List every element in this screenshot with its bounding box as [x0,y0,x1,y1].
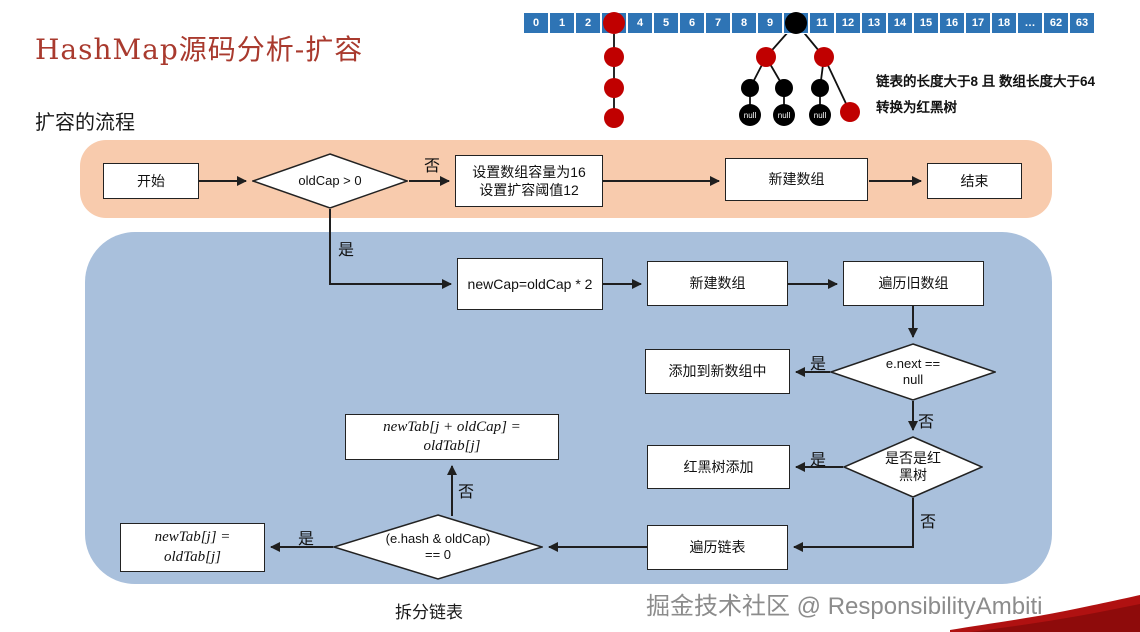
decision-rbtree-line1: 是否是红 [885,450,941,467]
branch-no-label: 否 [458,484,475,501]
flow-new-array-top-box: 新建数组 [725,158,868,201]
tree-black-node [775,79,793,97]
newtab-j-line2: oldTab[j] [164,548,221,565]
decision-oldcap: oldCap > 0 [252,153,408,209]
tree-null-node: null [809,104,831,126]
array-cell: 17 [965,12,991,34]
decision-enext-line1: e.next == [885,356,941,372]
flow-iterate-old-box: 遍历旧数组 [843,261,984,306]
list-head-red-node [603,12,625,34]
newtab-joldcap-line2: oldTab[j] [423,438,481,454]
watermark-text: 掘金技术社区 @ ResponsibilityAmbiti [646,593,1043,620]
null-label: null [743,110,757,120]
array-cell: 0 [523,12,549,34]
array-cell: 12 [835,12,861,34]
array-cell: 11 [809,12,835,34]
branch-yes-label: 是 [298,531,315,548]
flow-end-box: 结束 [927,163,1022,199]
flow-iterate-list-box: 遍历链表 [647,525,788,570]
list-red-node [604,47,624,67]
tree-null-node: null [739,104,761,126]
decision-is-rbtree: 是否是红 黑树 [843,436,983,498]
tree-root-black-node [785,12,807,34]
flow-end-label: 结束 [960,172,989,189]
iterate-old-label: 遍历旧数组 [878,275,949,292]
array-cell: 9 [757,12,783,34]
flow-set-capacity-box: 设置数组容量为16 设置扩容阈值12 [455,155,603,207]
page-title: HashMap源码分析-扩容 [35,33,364,66]
flow-rbtree-add-box: 红黑树添加 [647,445,790,489]
null-label: null [813,110,827,120]
array-cell: … [1017,12,1043,34]
newtab-joldcap-line1: newTab[j + oldCap] = [383,418,521,435]
flow-newtab-j-box: newTab[j] = oldTab[j] [120,523,265,572]
branch-yes-label: 是 [810,452,827,469]
array-cell: 14 [887,12,913,34]
array-cell: 18 [991,12,1017,34]
null-label: null [777,110,791,120]
flow-newtab-joldcap-box: newTab[j + oldCap] = oldTab[j] [345,414,559,460]
section-subtitle: 扩容的流程 [35,110,135,134]
branch-no-label: 否 [918,414,935,431]
newcap-label: newCap=oldCap * 2 [467,275,593,292]
tree-black-node [741,79,759,97]
flow-add-to-new-box: 添加到新数组中 [645,349,790,394]
flow-start-box: 开始 [103,163,199,199]
array-cell: 6 [679,12,705,34]
set-capacity-line2: 设置扩容阈值12 [479,182,579,198]
flow-start-label: 开始 [137,172,165,189]
array-cell: 2 [575,12,601,34]
set-capacity-line1: 设置数组容量为16 [472,163,586,180]
array-cell: 63 [1069,12,1095,34]
branch-no-label: 否 [920,514,937,531]
decision-ehash-oldcap: (e.hash & oldCap) == 0 [333,514,543,580]
tree-caption-line2: 转换为红黑树 [876,100,957,115]
array-cell: 8 [731,12,757,34]
brush-stroke-decoration [950,595,1140,632]
decision-rbtree-line2: 黑树 [899,467,927,483]
rbtree-add-label: 红黑树添加 [683,458,754,475]
array-cell: 16 [939,12,965,34]
array-cell: 15 [913,12,939,34]
decision-oldcap-label: oldCap > 0 [298,173,362,189]
add-to-new-label: 添加到新数组中 [668,363,767,380]
branch-yes-label: 是 [810,356,827,373]
split-list-note: 拆分链表 [395,603,463,623]
branch-yes-label: 是 [338,242,355,259]
decision-ehash-line1: (e.hash & oldCap) [385,531,491,547]
tree-red-node [756,47,776,67]
decision-ehash-line2: == 0 [424,547,452,562]
tree-black-node [811,79,829,97]
tree-caption-line1: 链表的长度大于8 且 数组长度大于64 [876,74,1096,89]
array-cell: 62 [1043,12,1069,34]
array-cell: 4 [627,12,653,34]
decision-enext-line2: null [902,372,924,387]
tree-null-node: null [773,104,795,126]
array-cell: 7 [705,12,731,34]
newtab-j-line1: newTab[j] = [154,529,231,545]
tree-red-node [840,102,860,122]
flow-newcap-box: newCap=oldCap * 2 [457,258,603,310]
branch-no-label: 否 [424,158,441,175]
list-red-node [604,108,624,128]
list-red-node [604,78,624,98]
new-array-top-label: 新建数组 [768,171,825,188]
iterate-list-label: 遍历链表 [689,539,746,556]
tree-red-node [814,47,834,67]
array-cell: 1 [549,12,575,34]
new-array-label: 新建数组 [689,275,746,292]
array-cell: 13 [861,12,887,34]
array-cell: 5 [653,12,679,34]
decision-enext-null: e.next == null [830,343,996,401]
flow-new-array-box: 新建数组 [647,261,788,306]
